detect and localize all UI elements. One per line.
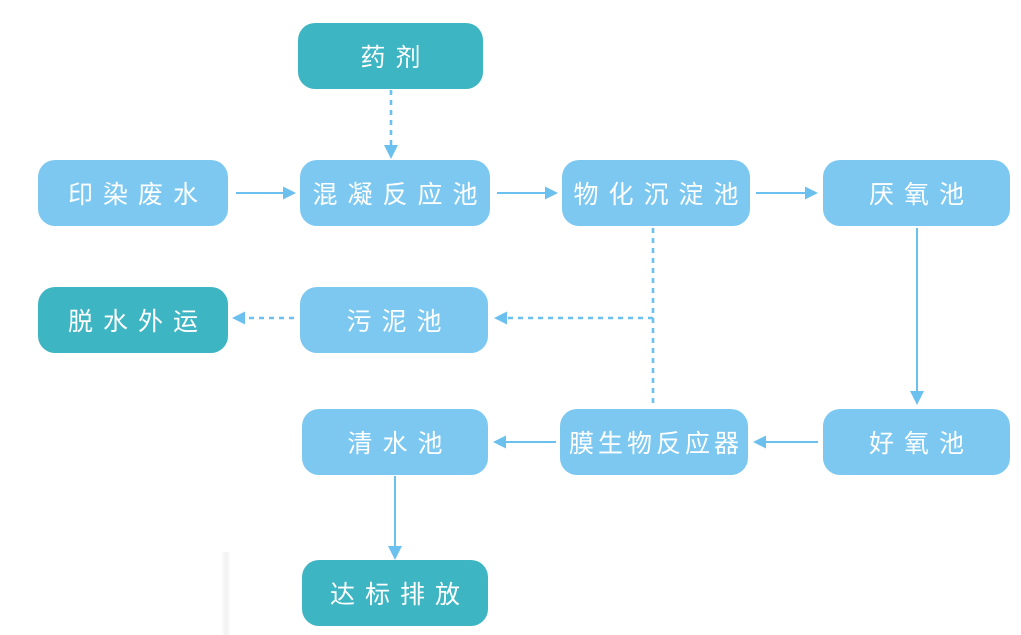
edge-mbr-cleanwater-arrowhead [493,435,506,449]
node-standard-discharge-label: 达标排放 [329,580,470,609]
node-dyeing-wastewater: 印染废水 [38,160,228,226]
edge-aerobic-mbr-arrowhead [753,435,766,449]
edge-cleanwater-discharge-arrowhead [388,546,402,560]
edge-coagulation-sedimentation-arrowhead [545,186,558,200]
edge-sedimentation-anaerobic-arrowhead [805,186,818,200]
node-clean-water-tank-label: 清水池 [347,429,453,458]
node-aerobic-tank: 好氧池 [823,409,1010,475]
edge-wastewater-coagulation-arrowhead [283,186,296,200]
page-edge-artifact [221,552,231,635]
edge-reagent-coagulation-arrowhead [384,145,398,159]
node-dewatering-transport-label: 脱水外运 [67,307,208,336]
node-membrane-bioreactor-label: 膜生物反应器 [568,429,743,458]
edge-sedimentation-sludge-arrowhead [494,311,507,325]
node-sludge-tank: 污泥池 [300,287,488,353]
node-anaerobic-tank: 厌氧池 [823,160,1010,226]
node-dyeing-wastewater-label: 印染废水 [67,180,208,209]
node-standard-discharge: 达标排放 [302,560,488,626]
node-sludge-tank-label: 污泥池 [346,307,452,336]
node-dewatering-transport: 脱水外运 [38,287,228,353]
node-coagulation-tank-label: 混凝反应池 [312,180,488,209]
node-sedimentation-tank: 物化沉淀池 [562,160,750,226]
node-coagulation-tank: 混凝反应池 [300,160,490,226]
edge-anaerobic-aerobic-arrowhead [910,391,924,405]
node-reagent: 药剂 [298,23,483,89]
node-sedimentation-tank-label: 物化沉淀池 [573,180,749,209]
node-aerobic-tank-label: 好氧池 [868,429,974,458]
node-anaerobic-tank-label: 厌氧池 [868,180,974,209]
node-membrane-bioreactor: 膜生物反应器 [560,409,748,475]
node-clean-water-tank: 清水池 [302,409,488,475]
edge-sludge-dewatering-arrowhead [232,311,245,325]
node-reagent-label: 药剂 [360,43,431,72]
